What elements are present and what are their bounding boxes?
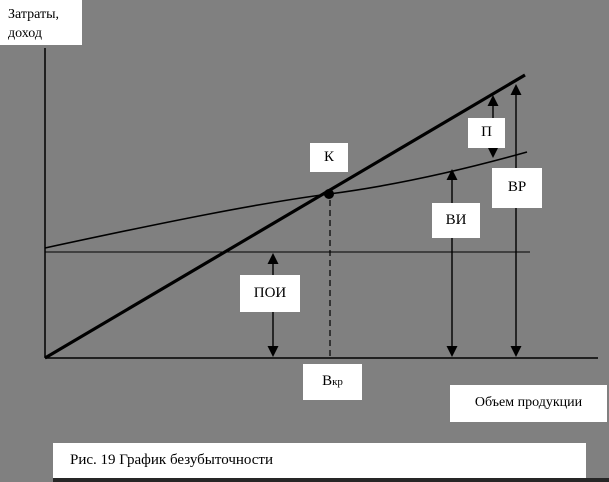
- intersection-label: К: [310, 143, 348, 172]
- x-axis-label: Объем продукции: [450, 385, 607, 422]
- gross-costs-arrow: [446, 169, 458, 357]
- breakeven-volume-subscript: кр: [332, 375, 343, 388]
- y-axis-label-line1: Затраты,: [8, 7, 60, 22]
- fixed-costs-label: ПОИ: [240, 275, 300, 312]
- revenue-arrow: [510, 84, 522, 357]
- figure-caption: Рис. 19 График безубыточности: [70, 452, 273, 468]
- y-axis-label: Затраты, доход: [0, 0, 82, 45]
- figure-caption-box: Рис. 19 График безубыточности: [53, 443, 586, 478]
- revenue-label: ВР: [492, 168, 542, 208]
- breakeven-point-dot: [324, 189, 334, 199]
- profit-label: П: [468, 118, 505, 148]
- total-costs-line: [44, 151, 528, 249]
- revenue-line: [44, 73, 526, 360]
- y-axis-label-line2: доход: [8, 26, 42, 41]
- breakeven-volume-base: В: [322, 373, 333, 390]
- gross-costs-label: ВИ: [432, 203, 480, 238]
- footer-bar: [53, 478, 609, 482]
